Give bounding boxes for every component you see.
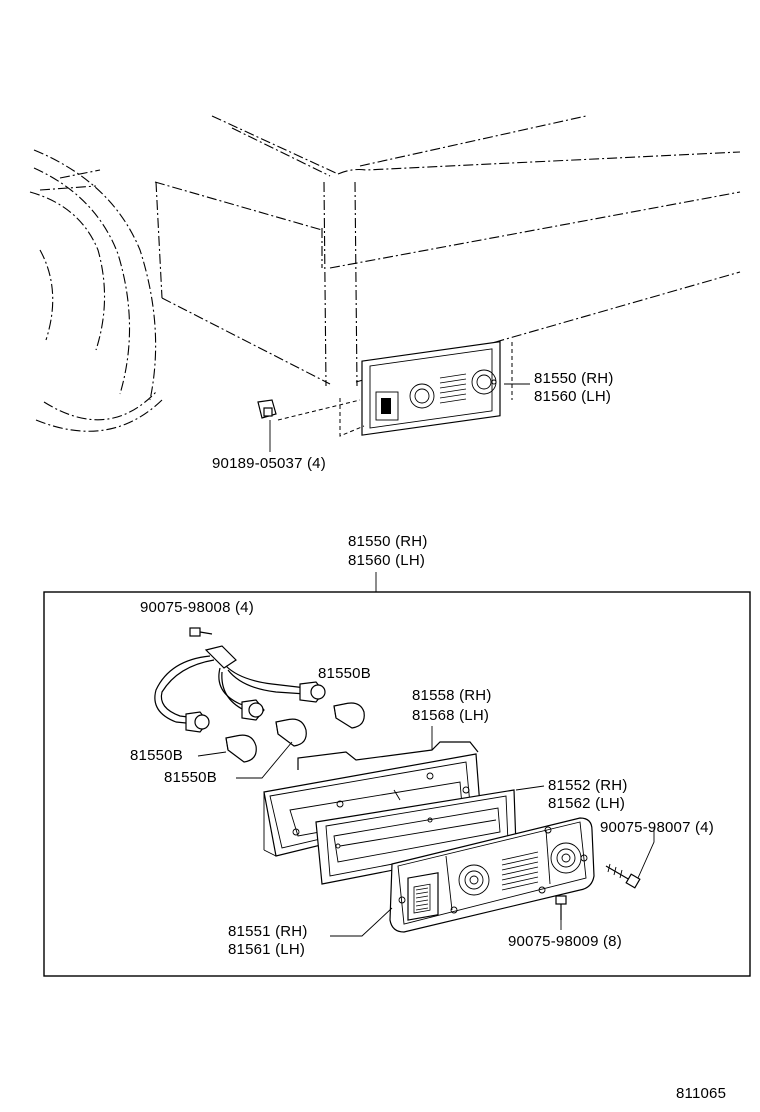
assembly-header-rh: 81550 (RH) bbox=[348, 533, 428, 550]
screw-right-label: 90075-98007 (4) bbox=[600, 819, 714, 836]
lens-part bbox=[389, 817, 595, 933]
wiring-harness bbox=[154, 645, 326, 733]
gasket-label-lh: 81562 (LH) bbox=[548, 795, 625, 812]
combination-lamp-mounted bbox=[339, 341, 513, 437]
socket-1 bbox=[299, 681, 326, 703]
bulb-b-part bbox=[225, 734, 257, 763]
gasket-label-rh: 81552 (RH) bbox=[548, 777, 628, 794]
screw-bottom-label: 90075-98009 (8) bbox=[508, 933, 622, 950]
diagram-number: 811065 bbox=[676, 1085, 726, 1102]
clip-callout: 90189-05037 (4) bbox=[212, 455, 326, 472]
housing-label-lh: 81568 (LH) bbox=[412, 707, 489, 724]
bulb-b-label: 81550B bbox=[130, 747, 183, 764]
screw-top-label: 90075-98008 (4) bbox=[140, 599, 254, 616]
bulb-a-label: 81550B bbox=[318, 665, 371, 682]
screw-right-part bbox=[605, 828, 655, 889]
gasket-part bbox=[315, 789, 517, 885]
assembly-frame bbox=[43, 591, 751, 977]
lens-label-rh: 81551 (RH) bbox=[228, 923, 308, 940]
bulb-c-label: 81550B bbox=[164, 769, 217, 786]
bulb-a-part bbox=[333, 702, 365, 729]
socket-3 bbox=[185, 711, 210, 733]
bulb-c-part bbox=[275, 718, 307, 747]
assembly-header-lh: 81560 (LH) bbox=[348, 552, 425, 569]
screw-bottom-part bbox=[555, 895, 567, 930]
clip-part bbox=[257, 399, 361, 452]
lamp-callout-lh: 81560 (LH) bbox=[534, 388, 611, 405]
lens-label-lh: 81561 (LH) bbox=[228, 941, 305, 958]
lamp-callout-rh: 81550 (RH) bbox=[534, 370, 614, 387]
housing-label-rh: 81558 (RH) bbox=[412, 687, 492, 704]
vehicle-rear-body bbox=[29, 115, 741, 432]
socket-2 bbox=[241, 699, 265, 721]
screw-top-part bbox=[189, 627, 213, 637]
